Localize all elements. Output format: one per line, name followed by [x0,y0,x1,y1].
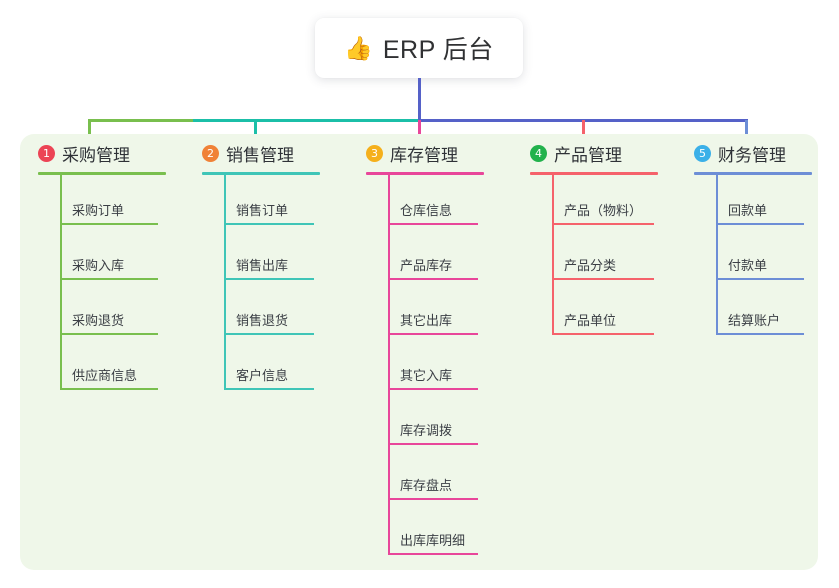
branch-item-underline [60,223,158,225]
branch-underline-1 [38,172,166,175]
branch-item[interactable]: 回款单 [728,203,768,218]
branch-title-5: 财务管理 [718,146,786,165]
branch-item[interactable]: 销售出库 [236,258,289,273]
branch-badge-1: 1 [38,145,55,162]
branch-badge-2: 2 [202,145,219,162]
branch-item[interactable]: 产品库存 [400,258,453,273]
branch-item-underline [224,333,314,335]
branch-item-underline [552,223,654,225]
branches-panel: 1 采购管理采购订单采购入库采购退货供应商信息 2 销售管理销售订单销售出库销售退货客… [20,134,818,570]
thumbs-up-icon: 👍 [344,34,373,61]
branch-item-underline [716,278,804,280]
branch-item[interactable]: 其它出库 [400,313,453,328]
branch-item[interactable]: 出库库明细 [400,533,466,548]
branch-item[interactable]: 仓库信息 [400,203,453,218]
branch-underline-2 [202,172,320,175]
branch-spine-2 [224,174,226,389]
branch-item-underline [60,388,158,390]
branch-item-underline [388,498,478,500]
branch-header-5[interactable]: 5 财务管理 [694,141,786,166]
branch-item[interactable]: 销售退货 [236,313,289,328]
branch-item-underline [224,223,314,225]
branch-item-underline [224,278,314,280]
branch-item[interactable]: 产品分类 [564,258,617,273]
branch-badge-3: 3 [366,145,383,162]
branch-item-underline [224,388,314,390]
branch-spine-3 [388,174,390,554]
branch-item-underline [388,333,478,335]
branch-spine-1 [60,174,62,389]
branch-item-underline [388,388,478,390]
branch-item-underline [388,553,478,555]
branch-item[interactable]: 采购退货 [72,313,125,328]
branch-item[interactable]: 客户信息 [236,368,289,383]
branch-item[interactable]: 其它入库 [400,368,453,383]
branch-spine-4 [552,174,554,334]
branch-header-3[interactable]: 3 库存管理 [366,141,458,166]
branch-item-underline [388,223,478,225]
branch-header-4[interactable]: 4 产品管理 [530,141,622,166]
branch-item-underline [388,278,478,280]
branch-header-2[interactable]: 2 销售管理 [202,141,294,166]
branch-title-3: 库存管理 [390,146,458,165]
branch-item-underline [60,278,158,280]
branch-item-underline [716,333,804,335]
branch-item-underline [552,333,654,335]
root-node-card[interactable]: 👍 ERP 后台 [315,18,523,78]
branch-title-1: 采购管理 [62,146,130,165]
branch-item[interactable]: 采购入库 [72,258,125,273]
branch-column-5: 5 财务管理回款单付款单结算账户 [694,134,839,570]
branch-item[interactable]: 采购订单 [72,203,125,218]
branch-item[interactable]: 库存盘点 [400,478,453,493]
branch-title-2: 销售管理 [226,146,294,165]
root-node-label: ERP 后台 [382,36,494,64]
branch-underline-3 [366,172,484,175]
branch-column-2: 2 销售管理销售订单销售出库销售退货客户信息 [202,134,350,570]
branch-item-underline [388,443,478,445]
branch-spine-5 [716,174,718,334]
branch-item-underline [60,333,158,335]
branch-item[interactable]: 产品单位 [564,313,617,328]
branch-header-1[interactable]: 1 采购管理 [38,141,130,166]
branch-column-3: 3 库存管理仓库信息产品库存其它出库其它入库库存调拨库存盘点出库库明细 [366,134,514,570]
branch-item-underline [716,223,804,225]
branch-item-underline [552,278,654,280]
branch-title-4: 产品管理 [554,146,622,165]
branch-item[interactable]: 供应商信息 [72,368,138,383]
branch-item[interactable]: 结算账户 [728,313,781,328]
branch-badge-4: 4 [530,145,547,162]
branch-column-4: 4 产品管理产品（物料） 产品分类产品单位 [530,134,688,570]
branch-underline-5 [694,172,812,175]
branch-underline-4 [530,172,658,175]
branch-item[interactable]: 付款单 [728,258,768,273]
branch-item[interactable]: 销售订单 [236,203,289,218]
branch-item[interactable]: 产品（物料） [564,203,643,218]
branch-badge-5: 5 [694,145,711,162]
root-node-content: 👍 ERP 后台 [344,30,494,66]
branch-column-1: 1 采购管理采购订单采购入库采购退货供应商信息 [38,134,196,570]
branch-item[interactable]: 库存调拨 [400,423,453,438]
